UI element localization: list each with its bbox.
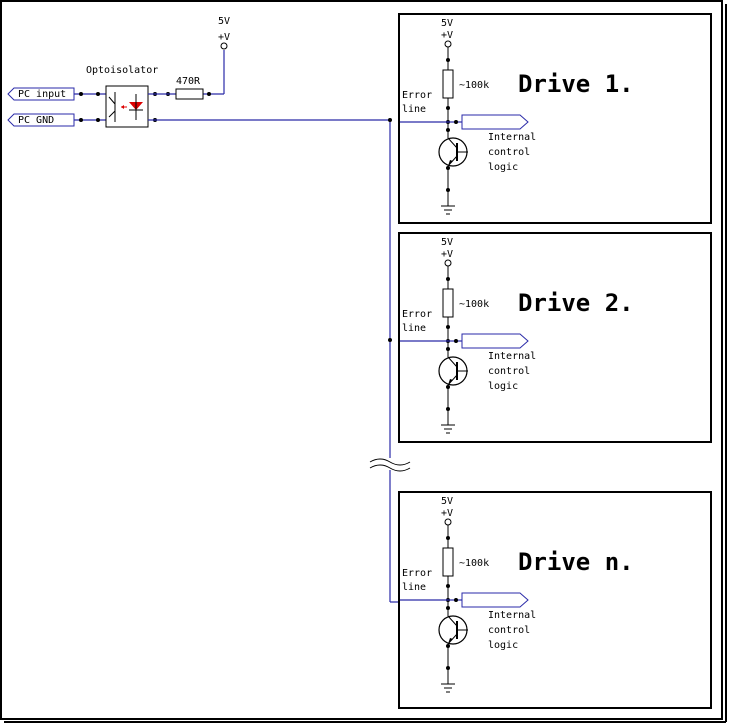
- logic-label: logic: [488, 381, 518, 392]
- resistor-470r: [175, 88, 204, 100]
- drive-title: Drive 2.: [518, 289, 634, 317]
- error-line-label: Error: [402, 309, 432, 320]
- error-line-label: line: [402, 582, 426, 593]
- logic-connector-arrow: [461, 114, 529, 130]
- pc-gnd-connector: PC GND: [7, 113, 75, 127]
- pc-input-label: PC input: [18, 89, 66, 100]
- logic-label: control: [488, 147, 530, 158]
- logic-label: control: [488, 366, 530, 377]
- pullup-label: ~100k: [459, 299, 489, 310]
- bus-break-icon: [369, 458, 411, 472]
- pc-gnd-label: PC GND: [18, 115, 54, 126]
- resistor-label: 470R: [176, 76, 201, 87]
- pullup-resistor: [442, 288, 454, 318]
- drive-supply-voltage: 5V: [441, 237, 453, 248]
- drive-supply-rail: +V: [441, 508, 453, 519]
- drive-supply-terminal: [444, 259, 452, 267]
- drive-supply-terminal: [444, 518, 452, 526]
- error-line-label: line: [402, 104, 426, 115]
- supply-terminal: [220, 42, 228, 50]
- drive-supply-rail: +V: [441, 249, 453, 260]
- logic-label: Internal: [488, 351, 536, 362]
- input-wires: [74, 93, 106, 121]
- pc-input-connector: PC input: [7, 87, 75, 101]
- logic-label: Internal: [488, 132, 536, 143]
- logic-label: logic: [488, 640, 518, 651]
- logic-label: Internal: [488, 610, 536, 621]
- input-junctions: [79, 92, 100, 122]
- logic-label: control: [488, 625, 530, 636]
- optoisolator-label: Optoisolator: [86, 65, 158, 76]
- error-line-label: line: [402, 323, 426, 334]
- error-line-label: Error: [402, 90, 432, 101]
- logic-connector-arrow: [461, 592, 529, 608]
- pullup-resistor: [442, 547, 454, 577]
- drive-title: Drive n.: [518, 548, 634, 576]
- drive-box: [398, 232, 712, 443]
- drive-supply-terminal: [444, 40, 452, 48]
- supply-voltage: 5V: [218, 16, 230, 27]
- drive-box: [398, 13, 712, 224]
- opto-output-wires: [148, 50, 390, 121]
- drive-supply-rail: +V: [441, 30, 453, 41]
- error-line-label: Error: [402, 568, 432, 579]
- logic-label: logic: [488, 162, 518, 173]
- optoisolator: [105, 85, 149, 128]
- drive-supply-voltage: 5V: [441, 18, 453, 29]
- pullup-resistor: [442, 69, 454, 99]
- supply-rail: +V: [218, 32, 230, 43]
- logic-connector-arrow: [461, 333, 529, 349]
- pullup-label: ~100k: [459, 80, 489, 91]
- drive-title: Drive 1.: [518, 70, 634, 98]
- opto-output-junctions: [153, 92, 170, 122]
- pullup-label: ~100k: [459, 558, 489, 569]
- drive-supply-voltage: 5V: [441, 496, 453, 507]
